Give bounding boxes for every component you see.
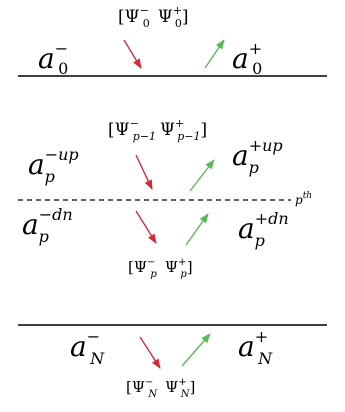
middle-upper-down-arrow [135,154,153,190]
top-down-arrow [123,39,142,69]
top-a-minus: a−0 [38,39,68,78]
top-up-arrow [204,39,225,69]
bottom-down-arrow [139,336,161,369]
top-a-plus: a+0 [232,39,262,78]
middle-lower-down-arrow [135,210,157,244]
middle-lower-up-arrow [185,213,209,246]
middle-upper-up-arrow [189,159,215,192]
pth-layer-label: pth [295,191,312,207]
bottom-up-arrow [181,333,211,367]
bottom-a-minus: a−N [70,327,105,368]
bottom-a-plus: a+N [238,327,273,368]
